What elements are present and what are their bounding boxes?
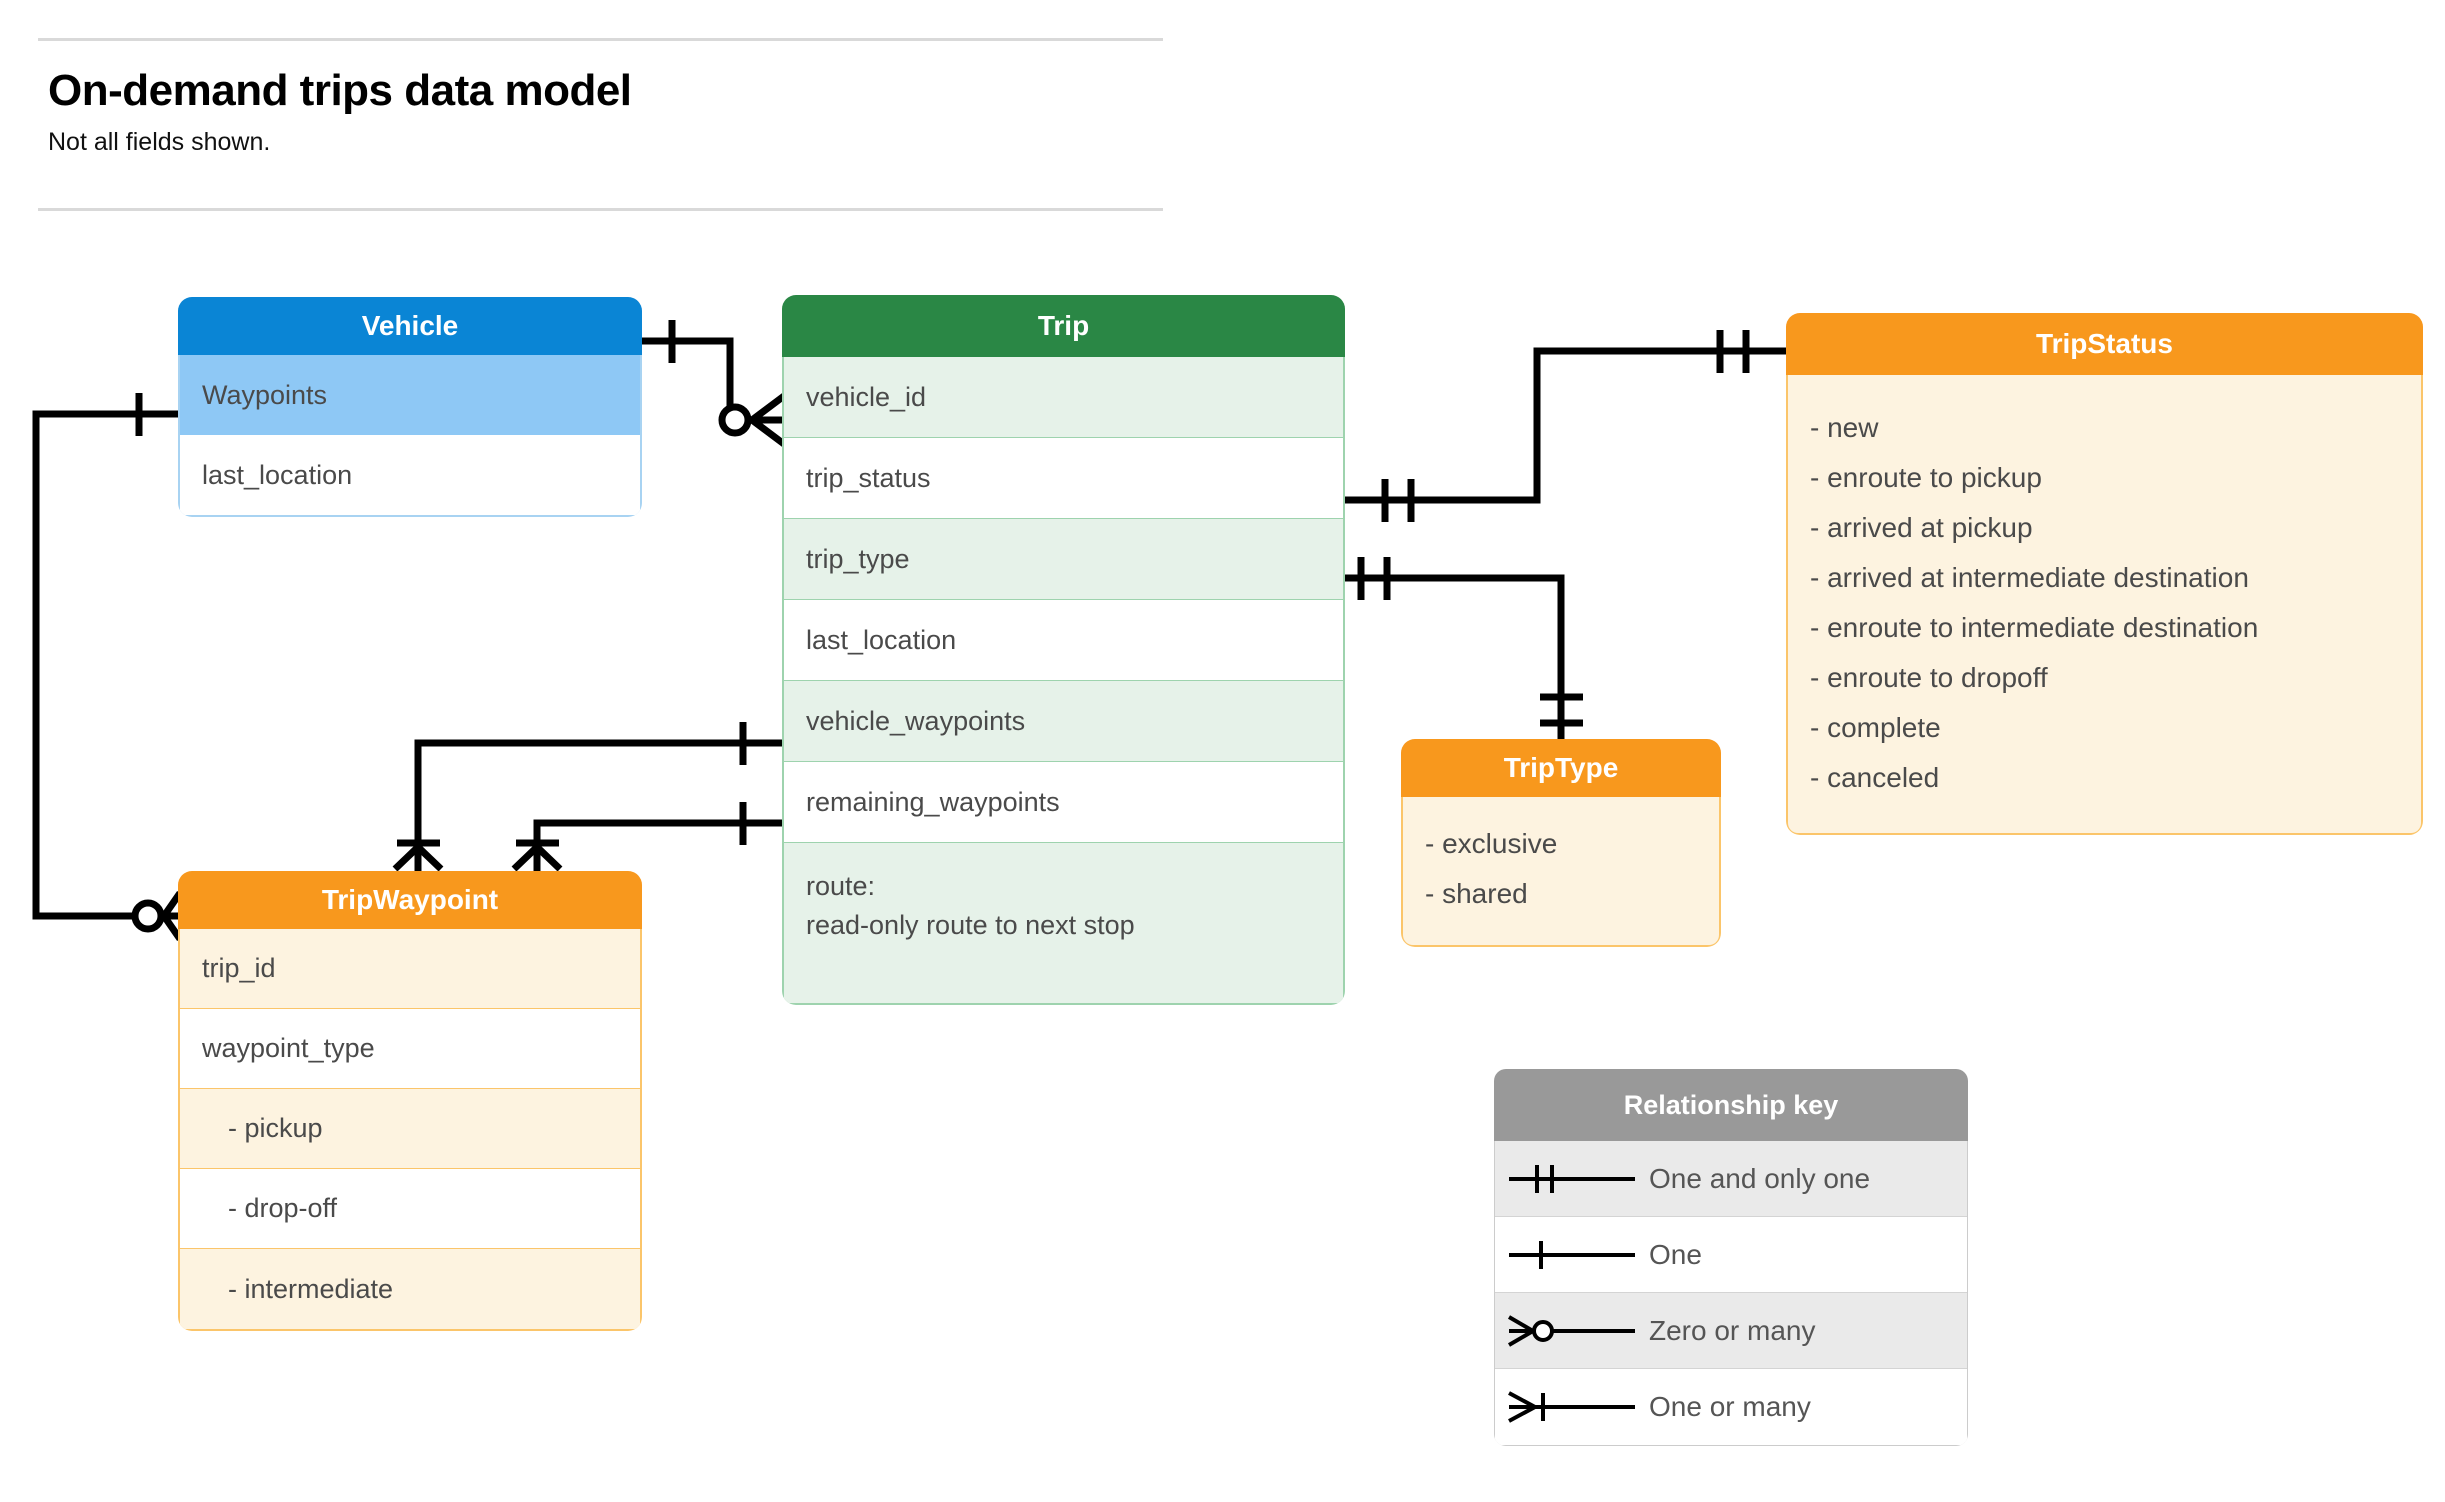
entity-vehicle-body: Waypoints last_location — [178, 355, 642, 517]
entity-trip-waypoint-body: trip_id waypoint_type - pickup - drop-of… — [178, 929, 642, 1331]
conn-remainingwaypoints-to-tripwaypoint — [533, 819, 782, 871]
legend-label: Zero or many — [1649, 1314, 1816, 1346]
legend-row: One — [1495, 1217, 1967, 1293]
conn-vehiclewaypoints-to-tripwaypoint — [414, 739, 782, 871]
legend-row: One or many — [1495, 1369, 1967, 1445]
entity-trip-status[interactable]: TripStatus - new - enroute to pickup - a… — [1786, 313, 2423, 835]
enum-value: - complete — [1810, 712, 1941, 743]
one-icon — [1495, 1235, 1649, 1275]
legend-row: Zero or many — [1495, 1293, 1967, 1369]
enum-value: - new — [1810, 412, 1879, 443]
field-row[interactable]: Waypoints — [180, 355, 640, 435]
field-row[interactable]: trip_status — [784, 438, 1343, 519]
one-and-only-one-icon — [1495, 1159, 1649, 1199]
legend-title: Relationship key — [1494, 1069, 1968, 1141]
legend-body: One and only one One — [1494, 1141, 1968, 1446]
enum-value: - canceled — [1810, 762, 1940, 793]
field-row[interactable]: - pickup — [180, 1089, 640, 1169]
entity-trip-waypoint[interactable]: TripWaypoint trip_id waypoint_type - pic… — [178, 871, 642, 1331]
enum-value: - enroute to pickup — [1810, 462, 2042, 493]
entity-trip-waypoint-title: TripWaypoint — [178, 871, 642, 929]
enum-value: - shared — [1425, 878, 1528, 909]
zero-or-many-icon — [1495, 1311, 1649, 1351]
entity-trip-type-body: - exclusive - shared — [1401, 797, 1721, 947]
header-divider-top — [38, 38, 1163, 41]
enum-value: - enroute to dropoff — [1810, 662, 2048, 693]
field-row[interactable]: trip_id — [180, 929, 640, 1009]
enum-value: - arrived at pickup — [1810, 512, 2033, 543]
page-title: On-demand trips data model — [48, 66, 632, 115]
field-row[interactable]: waypoint_type — [180, 1009, 640, 1089]
entity-trip-title: Trip — [782, 295, 1345, 357]
field-row[interactable]: - drop-off — [180, 1169, 640, 1249]
field-row[interactable]: last_location — [180, 435, 640, 515]
field-row[interactable]: remaining_waypoints — [784, 762, 1343, 843]
field-row[interactable]: vehicle_waypoints — [784, 681, 1343, 762]
entity-vehicle-title: Vehicle — [178, 297, 642, 355]
field-row[interactable]: - intermediate — [180, 1249, 640, 1329]
relationship-key-legend: Relationship key One and only one — [1494, 1069, 1968, 1446]
field-row[interactable]: last_location — [784, 600, 1343, 681]
entity-trip-body: vehicle_id trip_status trip_type last_lo… — [782, 357, 1345, 1005]
one-or-many-icon — [1495, 1387, 1649, 1427]
enum-value: - exclusive — [1425, 828, 1558, 859]
header-divider-bottom — [38, 208, 1163, 211]
enum-value: - arrived at intermediate destination — [1810, 562, 2249, 593]
entity-trip-type-title: TripType — [1401, 739, 1721, 797]
legend-row: One and only one — [1495, 1141, 1967, 1217]
field-row[interactable]: route: read-only route to next stop — [784, 843, 1343, 1003]
entity-trip-type[interactable]: TripType - exclusive - shared — [1401, 739, 1721, 947]
entity-trip[interactable]: Trip vehicle_id trip_status trip_type la… — [782, 295, 1345, 1005]
legend-label: One — [1649, 1238, 1702, 1270]
conn-vehiclewp-to-tripwaypoint — [32, 410, 178, 920]
conn-trip-to-tripstatus — [1345, 347, 1786, 504]
entity-vehicle[interactable]: Vehicle Waypoints last_location — [178, 297, 642, 517]
entity-trip-status-body: - new - enroute to pickup - arrived at p… — [1786, 375, 2423, 835]
conn-trip-to-triptype — [1345, 574, 1565, 739]
field-row[interactable]: vehicle_id — [784, 357, 1343, 438]
enum-value: - enroute to intermediate destination — [1810, 612, 2259, 643]
entity-trip-status-title: TripStatus — [1786, 313, 2423, 375]
page-subtitle: Not all fields shown. — [48, 128, 271, 156]
legend-label: One and only one — [1649, 1162, 1871, 1194]
field-row[interactable]: trip_type — [784, 519, 1343, 600]
legend-label: One or many — [1649, 1391, 1811, 1422]
conn-vehicle-to-trip — [642, 337, 782, 424]
